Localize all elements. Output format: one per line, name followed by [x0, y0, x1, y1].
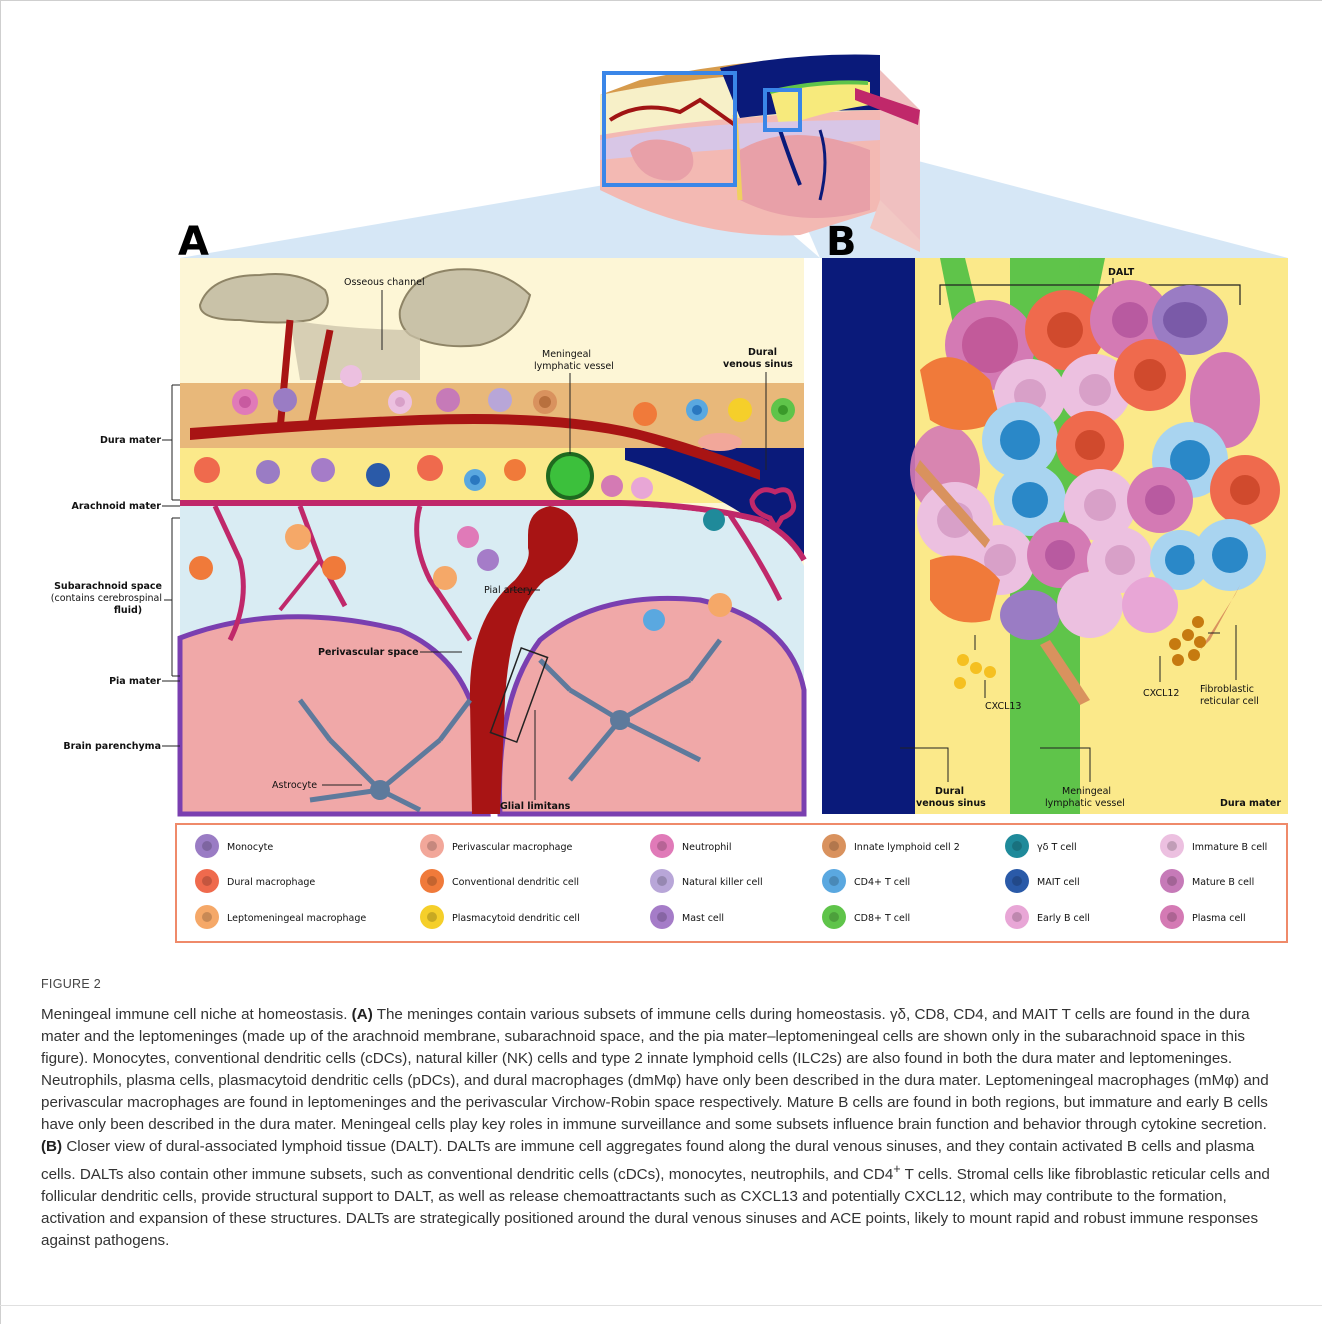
label-astrocyte: Astrocyte	[272, 780, 317, 791]
legend-swatch-nucleus	[1167, 876, 1177, 886]
legend-label: Neutrophil	[682, 842, 732, 853]
label-cxcl12: CXCL12	[1143, 688, 1179, 699]
legend-swatch-nucleus	[829, 841, 839, 851]
legend-swatch-nucleus	[1167, 912, 1177, 922]
legend-swatch-nucleus	[1012, 912, 1022, 922]
label-meningeal-lymphatic-a1: Meningeal	[542, 349, 591, 360]
caption-b-sup: +	[893, 1162, 900, 1176]
label-dural-sinus-b2: venous sinus	[916, 798, 986, 809]
label-subarachnoid-3: fluid)	[114, 605, 142, 616]
figure-label: FIGURE 2	[41, 973, 1291, 995]
label-glial-limitans: Glial limitans	[500, 801, 571, 812]
legend-swatch-nucleus	[202, 841, 212, 851]
panel-a-side-labels: Dura mater Arachnoid mater Subarachnoid …	[51, 385, 180, 752]
legend-swatch-nucleus	[657, 876, 667, 886]
legend-label: γδ T cell	[1037, 842, 1077, 853]
legend-swatch-nucleus	[657, 841, 667, 851]
caption-b-marker: (B)	[41, 1138, 62, 1155]
label-lymphatic-b2: lymphatic vessel	[1045, 798, 1125, 809]
legend-label: Plasmacytoid dendritic cell	[452, 913, 580, 924]
legend-label: CD4+ T cell	[854, 877, 910, 888]
label-dural-sinus-a2: venous sinus	[723, 359, 793, 370]
legend-label: Plasma cell	[1192, 913, 1246, 924]
legend-swatch-nucleus	[829, 876, 839, 886]
panel-a: Osseous channel Meningeal lymphatic vess…	[180, 258, 804, 814]
label-subarachnoid-1: Subarachnoid space	[54, 581, 162, 592]
legend-label: Early B cell	[1037, 913, 1090, 924]
label-perivascular-space: Perivascular space	[318, 647, 419, 658]
legend-swatch-nucleus	[202, 876, 212, 886]
legend-label: Monocyte	[227, 842, 273, 853]
panel-b: DALT	[822, 258, 1288, 814]
legend-swatch-nucleus	[1012, 841, 1022, 851]
legend-label: Immature B cell	[1192, 842, 1267, 853]
legend-swatch-nucleus	[657, 912, 667, 922]
legend-swatch-nucleus	[202, 912, 212, 922]
label-osseous-channel: Osseous channel	[344, 277, 425, 288]
legend-label: Innate lymphoid cell 2	[854, 842, 960, 853]
meningeal-figure: A B	[0, 0, 1322, 960]
label-dural-sinus-a1: Dural	[748, 347, 777, 358]
legend-label: Mast cell	[682, 913, 724, 924]
label-fibroblastic-1: Fibroblastic	[1200, 684, 1254, 695]
legend-swatch-nucleus	[1167, 841, 1177, 851]
overview-block	[180, 55, 1288, 258]
label-fibroblastic-2: reticular cell	[1200, 696, 1259, 707]
label-brain-parenchyma: Brain parenchyma	[63, 741, 161, 752]
legend-swatch-nucleus	[829, 912, 839, 922]
bottom-divider	[0, 1305, 1322, 1306]
legend-label: Mature B cell	[1192, 877, 1254, 888]
caption-a-text: The meninges contain various subsets of …	[41, 1006, 1269, 1133]
label-arachnoid-mater: Arachnoid mater	[72, 501, 162, 512]
legend-swatch-nucleus	[427, 912, 437, 922]
legend-swatch-nucleus	[1012, 876, 1022, 886]
label-dura-mater-b: Dura mater	[1220, 798, 1281, 809]
legend-swatch-nucleus	[427, 841, 437, 851]
caption-a-marker: (A)	[352, 1006, 373, 1023]
legend-label: Perivascular macrophage	[452, 842, 573, 853]
legend-swatch-nucleus	[427, 876, 437, 886]
legend-label: Conventional dendritic cell	[452, 877, 579, 888]
label-dura-mater: Dura mater	[100, 435, 161, 446]
label-meningeal-lymphatic-a2: lymphatic vessel	[534, 361, 614, 372]
label-pia-mater: Pia mater	[109, 676, 161, 687]
legend-label: Leptomeningeal macrophage	[227, 913, 366, 924]
legend-label: Natural killer cell	[682, 877, 763, 888]
label-lymphatic-b1: Meningeal	[1062, 786, 1111, 797]
label-dalt: DALT	[1108, 267, 1135, 278]
label-dural-sinus-b1: Dural	[935, 786, 964, 797]
legend-label: MAIT cell	[1037, 877, 1080, 888]
label-subarachnoid-2: (contains cerebrospinal	[51, 593, 162, 604]
caption-title: Meningeal immune cell niche at homeostas…	[41, 1006, 347, 1023]
legend-label: CD8+ T cell	[854, 913, 910, 924]
figure-caption: FIGURE 2 Meningeal immune cell niche at …	[41, 973, 1291, 1252]
label-cxcl13: CXCL13	[985, 701, 1021, 712]
legend-label: Dural macrophage	[227, 877, 315, 888]
